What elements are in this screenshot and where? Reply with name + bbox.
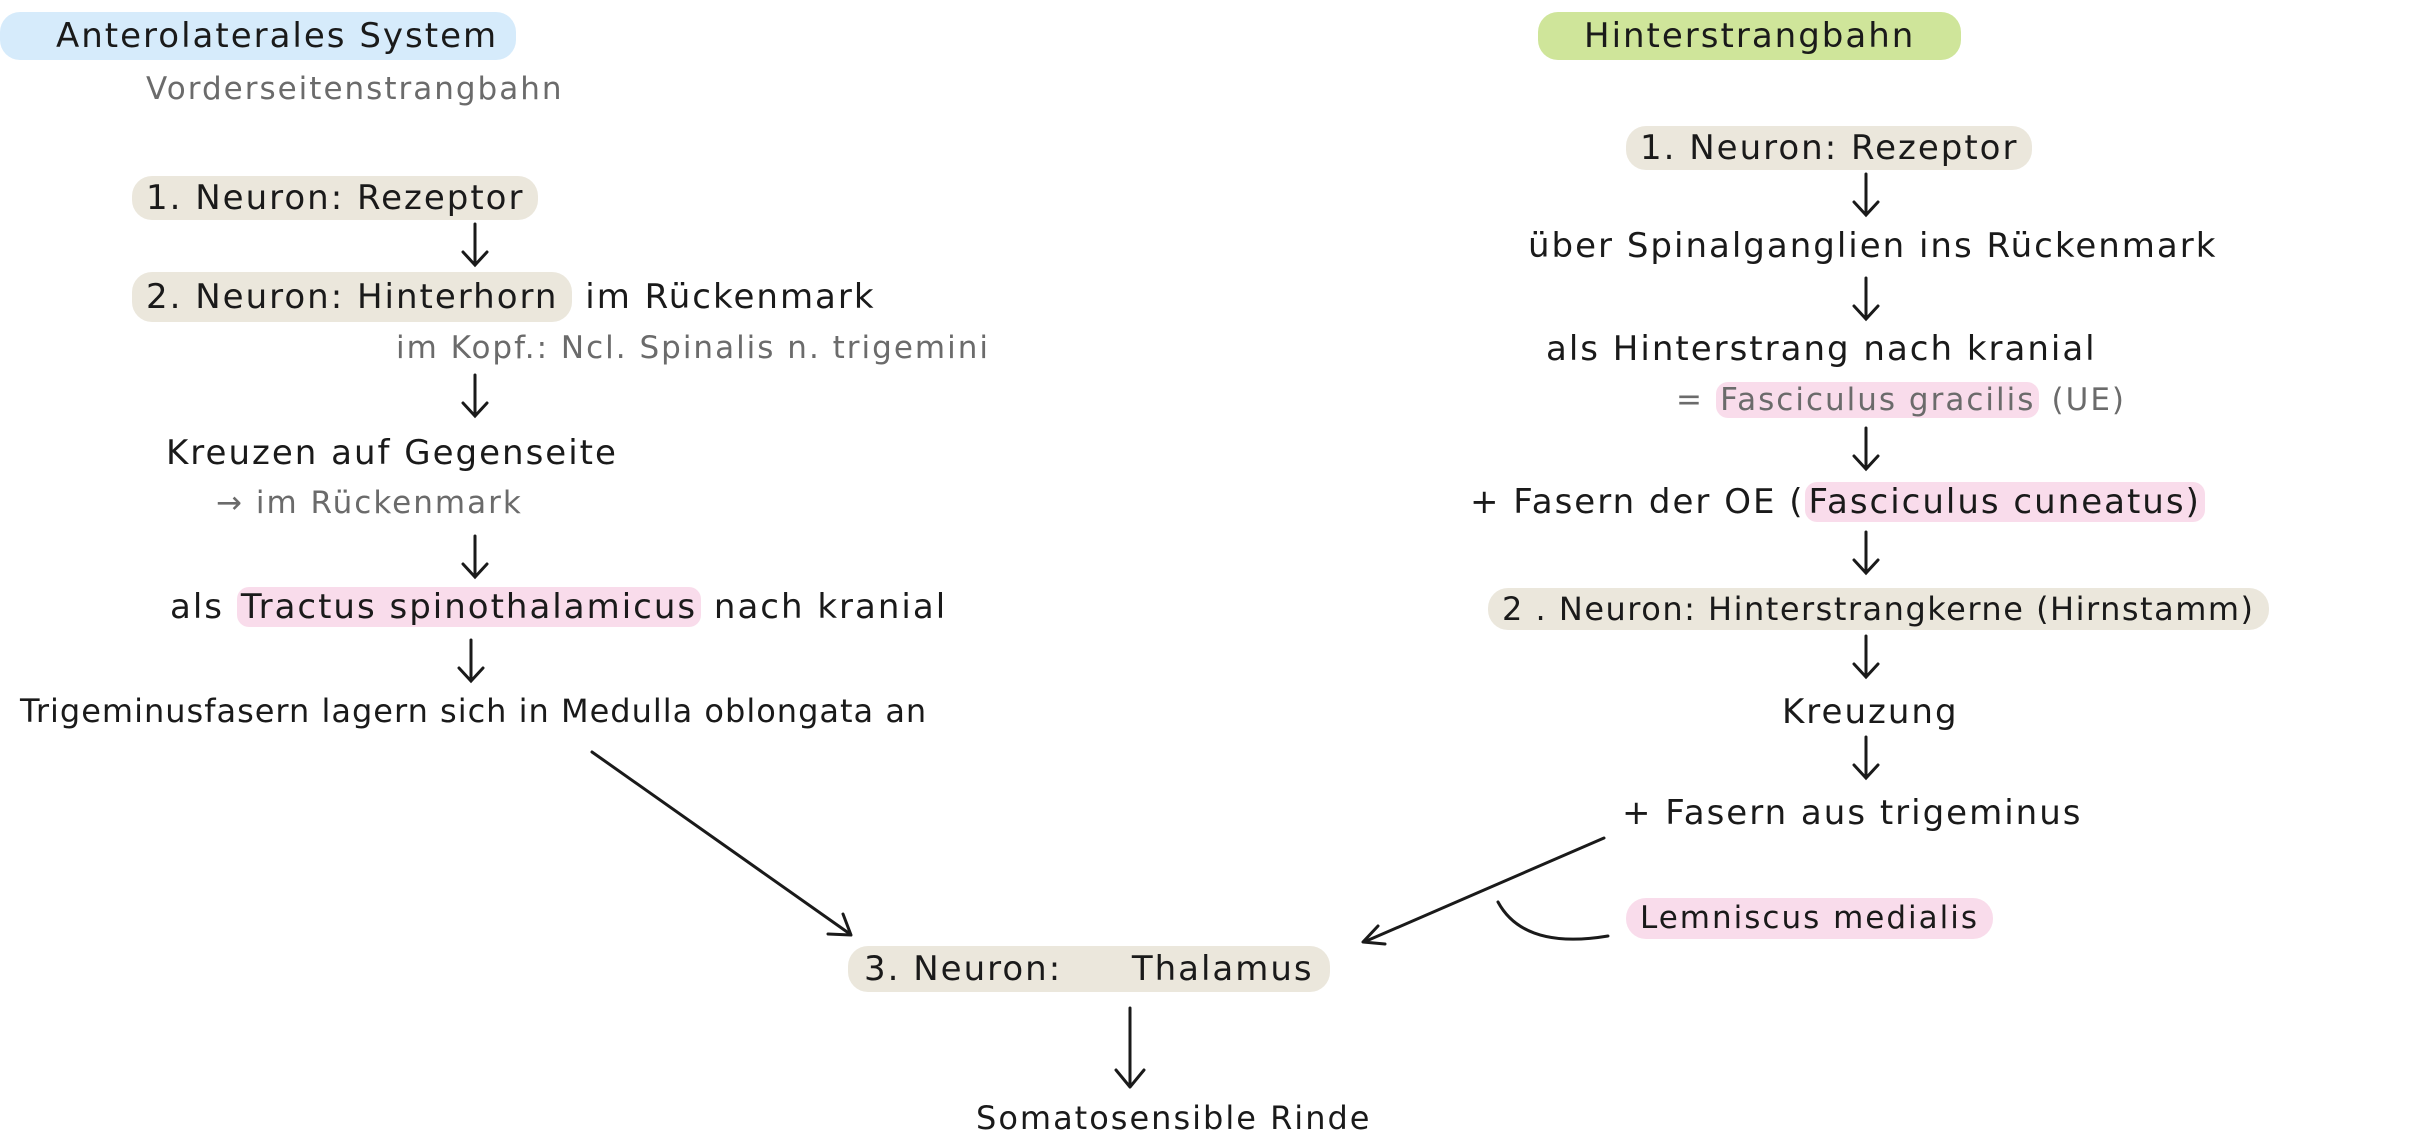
right-spinal: über Spinalganglien ins Rückenmark: [1528, 226, 2218, 266]
right-gracilis-pre: =: [1676, 382, 1704, 418]
arrow-down-icon: [1852, 426, 1880, 472]
right-trigeminus: + Fasern aus trigeminus: [1622, 793, 2083, 833]
right-fasern-pre: + Fasern der OE (: [1470, 482, 1805, 522]
right-gracilis-highlight: Fasciculus gracilis: [1716, 382, 2040, 418]
lemniscus-medialis: Lemniscus medialis: [1626, 898, 1994, 939]
right-fasern-oe: + Fasern der OE (Fasciculus cuneatus): [1470, 482, 2205, 522]
right-gracilis: = Fasciculus gracilis (UE): [1676, 382, 2126, 418]
arrow-down-icon: [461, 373, 489, 419]
right-neuron-2: 2 . Neuron: Hinterstrangkerne (Hirnstamm…: [1488, 588, 2269, 630]
left-neuron-2-highlight: 2. Neuron: Hinterhorn: [132, 272, 573, 322]
left-title: Anterolaterales System: [0, 12, 517, 60]
neuron-3-value: Thalamus: [1131, 949, 1314, 989]
arrow-down-icon: [1852, 735, 1880, 781]
somatosensory-cortex: Somatosensible Rinde: [976, 1099, 1372, 1137]
left-tract-highlight: Tractus spinothalamicus: [236, 587, 702, 627]
neuron-3-label: 3. Neuron:: [864, 949, 1063, 989]
left-tract-post: nach kranial: [713, 587, 948, 627]
neuron-3: 3. Neuron: Thalamus: [848, 946, 1330, 992]
arrow-down-icon: [461, 534, 489, 580]
left-tract: als Tractus spinothalamicus nach kranial: [170, 587, 948, 627]
left-neuron-2-note: im Kopf.: Ncl. Spinalis n. trigemini: [396, 330, 990, 366]
left-neuron-2-rest: im Rückenmark: [585, 277, 876, 317]
arrow-down-icon: [1852, 172, 1880, 218]
left-subtitle: Vorderseitenstrangbahn: [146, 71, 564, 107]
right-title: Hinterstrangbahn: [1538, 12, 1962, 60]
right-neuron-1: 1. Neuron: Rezeptor: [1626, 126, 2033, 170]
left-neuron-1: 1. Neuron: Rezeptor: [132, 176, 539, 220]
arrow-down-icon: [1852, 276, 1880, 322]
left-cross: Kreuzen auf Gegenseite: [166, 433, 618, 473]
left-tract-pre: als: [170, 587, 224, 627]
arrow-down-icon: [457, 638, 485, 684]
arrow-down-icon: [461, 222, 489, 268]
arrow-down-icon: [1852, 530, 1880, 576]
right-kreuzung: Kreuzung: [1782, 692, 1959, 732]
left-neuron-2: 2. Neuron: Hinterhorn im Rückenmark: [132, 272, 876, 322]
right-hinterstrang: als Hinterstrang nach kranial: [1546, 329, 2097, 369]
arrow-down-icon: [1852, 634, 1880, 680]
left-cross-note: → im Rückenmark: [216, 485, 523, 521]
left-trigeminus: Trigeminusfasern lagern sich in Medulla …: [20, 692, 928, 730]
right-fasern-highlight: Fasciculus cuneatus): [1804, 482, 2205, 522]
right-gracilis-post: (UE): [2051, 382, 2126, 418]
